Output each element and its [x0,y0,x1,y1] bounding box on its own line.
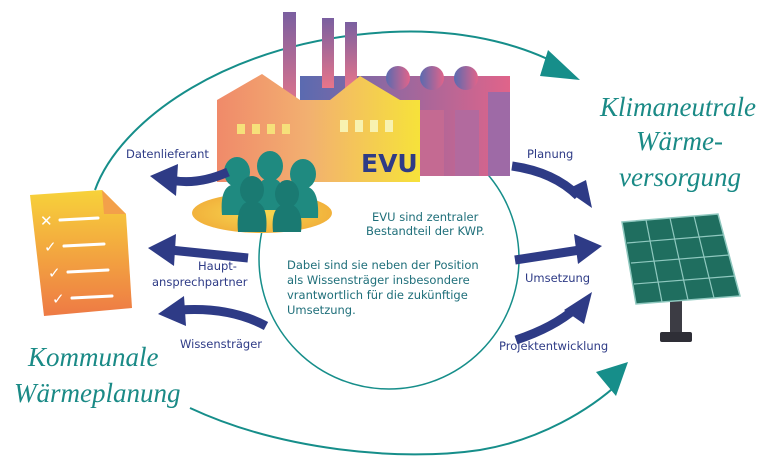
solar-panel-icon [621,213,741,342]
lower-arrow-head-icon [596,362,628,396]
label-umsetzung: Umsetzung [525,271,590,285]
center-para-line4: Umsetzung. [287,303,356,317]
arrowhead-umsetzung-icon [574,234,602,264]
arrowhead-wissen-icon [158,296,186,326]
label-wissenstraeger: Wissensträger [180,337,262,351]
svg-text:✓: ✓ [48,264,61,282]
upper-flow-arc [94,30,566,191]
lower-flow-arc [189,381,621,456]
label-datenlieferant: Datenlieferant [126,147,209,161]
arrow-datenlieferant-icon [169,167,230,187]
arrowhead-planung-icon [566,180,592,208]
label-projektentwicklung: Projektentwicklung [499,339,608,353]
factory-label: EVU [361,149,418,178]
arrow-umsetzung-icon [514,245,581,265]
svg-text:✓: ✓ [44,238,57,256]
title-right-line2: Wärme- [636,126,723,156]
title-left-line2: Wärmeplanung [14,378,180,408]
people-group-icon [192,151,332,233]
arrow-wissenstraeger-icon [179,305,269,330]
label-haupt-line2: ansprechpartner [152,275,248,289]
center-para-line1: Dabei sind sie neben der Position [287,258,479,272]
arrow-planung-icon [511,161,582,200]
title-right-line3: versorgung [619,162,741,192]
svg-text:✕: ✕ [40,212,53,230]
label-haupt-line1: Haupt- [198,259,237,273]
title-right-line1: Klimaneutrale [599,92,756,122]
arrow-hauptansprechpartner-icon [169,245,249,263]
svg-text:✓: ✓ [52,290,65,308]
title-left-line1: Kommunale [27,342,159,372]
arrow-projekt-icon [514,304,579,345]
label-planung: Planung [527,147,573,161]
upper-arrow-head-icon [540,50,580,80]
center-text-line2: Bestandteil der KWP. [366,224,485,238]
arrowhead-projekt-icon [564,292,592,324]
center-para-line3: vrantwortlich für die zukünftige [287,288,468,302]
checklist-document-icon: ✕ ✓ ✓ ✓ [30,190,132,316]
arrowhead-datenlieferant-icon [150,164,178,196]
arrowhead-haupt-icon [148,234,176,266]
center-para-line2: als Wissensträger insbesondere [287,273,470,287]
center-text-line1: EVU sind zentraler [372,210,479,224]
